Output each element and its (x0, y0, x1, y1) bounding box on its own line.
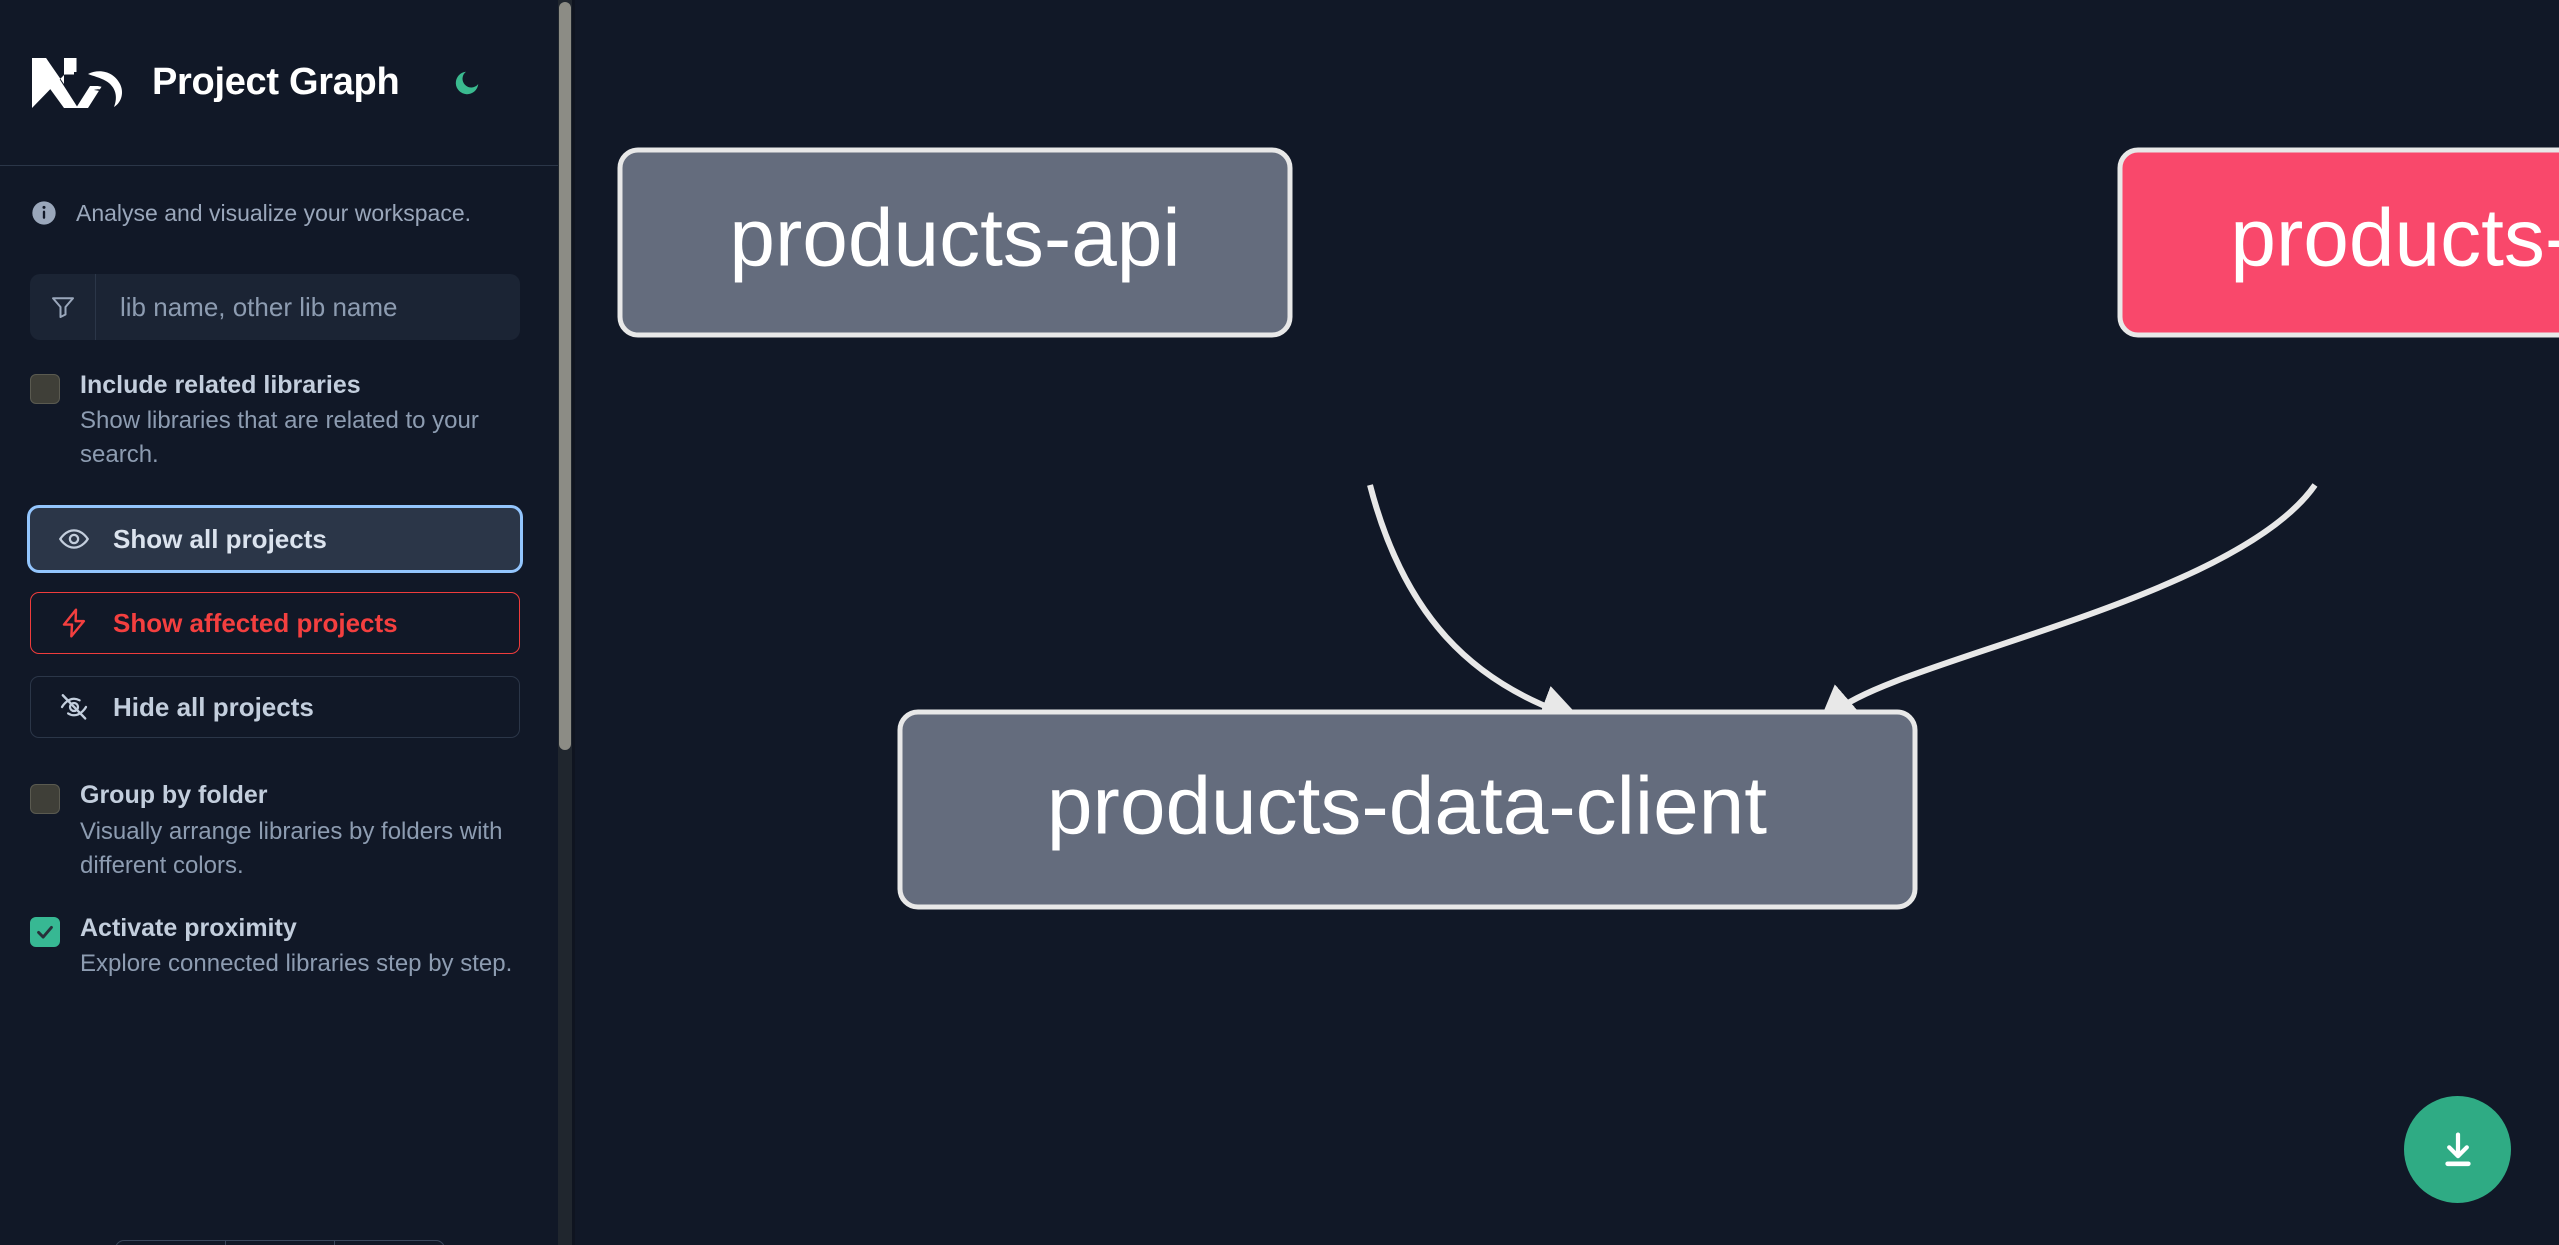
filter-funnel-icon[interactable] (30, 274, 96, 341)
include-related-libraries-texts: Include related libraries Show libraries… (80, 370, 520, 472)
sidebar-scrollbar-thumb[interactable] (559, 2, 571, 750)
option-label: Group by folder (80, 781, 268, 810)
download-image-button[interactable] (2404, 1096, 2511, 1203)
show-all-projects-label: Show all projects (113, 523, 327, 554)
show-all-projects-button[interactable]: Show all projects (30, 508, 520, 571)
edge-products-api-to-products-data-client[interactable] (1367, 484, 1583, 726)
node-label: products-data-client (1047, 761, 1767, 852)
graph-node-products-data-client[interactable]: products-data-client (897, 709, 1918, 910)
option-activate-proximity[interactable]: Activate proximity Explore connected lib… (0, 883, 558, 981)
option-description: Explore connected libraries step by step… (80, 950, 513, 978)
group-by-folder-checkbox[interactable] (30, 784, 60, 815)
project-visibility-buttons: Show all projects Show affected projects (0, 472, 558, 739)
sidebar-header: Project Graph (0, 0, 558, 165)
option-description: Show libraries that are related to your … (80, 407, 479, 469)
edge-products-cli-to-products-data-client[interactable] (1816, 483, 2318, 728)
option-label: Activate proximity (80, 913, 297, 942)
option-group-by-folder[interactable]: Group by folder Visually arrange librari… (0, 738, 558, 882)
proximity-segmented-control[interactable] (115, 1240, 445, 1245)
show-affected-projects-label: Show affected projects (113, 607, 398, 638)
workspace-blurb-text: Analyse and visualize your workspace. (76, 200, 472, 226)
segment-option-1[interactable] (116, 1241, 226, 1245)
info-circle-icon (30, 199, 58, 227)
sidebar-scrollbar-track[interactable] (558, 0, 572, 1245)
group-by-folder-texts: Group by folder Visually arrange librari… (80, 780, 520, 882)
option-include-related-libraries[interactable]: Include related libraries Show libraries… (0, 340, 558, 472)
graph-canvas[interactable]: products-api products-cli products-data-… (575, 0, 2559, 1245)
moon-icon[interactable] (447, 63, 487, 103)
option-label: Include related libraries (80, 371, 361, 400)
nx-logo-icon (30, 56, 126, 110)
hide-all-projects-button[interactable]: Hide all projects (30, 676, 520, 739)
graph-node-products-cli[interactable]: products-cli (2117, 147, 2559, 338)
header-divider (0, 165, 558, 166)
graph-svg: products-api products-cli products-data-… (617, 147, 2559, 910)
lightning-bolt-icon (57, 606, 91, 640)
segment-option-2[interactable] (226, 1241, 336, 1245)
activate-proximity-texts: Activate proximity Explore connected lib… (80, 913, 520, 981)
eye-icon (57, 522, 91, 556)
hide-all-projects-label: Hide all projects (113, 691, 314, 722)
activate-proximity-checkbox[interactable] (30, 916, 60, 947)
sidebar: Project Graph Analyse and visualize y (0, 0, 575, 1245)
sidebar-content: Project Graph Analyse and visualize y (0, 0, 558, 1245)
search-box[interactable] (30, 274, 520, 341)
node-label: products-api (729, 193, 1180, 284)
segment-option-3[interactable] (335, 1241, 444, 1245)
page-title: Project Graph (152, 61, 400, 103)
show-affected-projects-button[interactable]: Show affected projects (30, 592, 520, 655)
workspace-blurb: Analyse and visualize your workspace. (0, 166, 558, 229)
search-input[interactable] (96, 274, 520, 341)
node-label: products-cli (2230, 193, 2559, 284)
sidebar-edge (572, 0, 575, 1245)
eye-off-icon (57, 690, 91, 724)
search-section (0, 229, 558, 341)
option-description: Visually arrange libraries by folders wi… (80, 817, 503, 879)
graph-node-products-api[interactable]: products-api (617, 147, 1293, 338)
graph-edges (1367, 483, 2318, 728)
include-related-libraries-checkbox[interactable] (30, 374, 60, 405)
